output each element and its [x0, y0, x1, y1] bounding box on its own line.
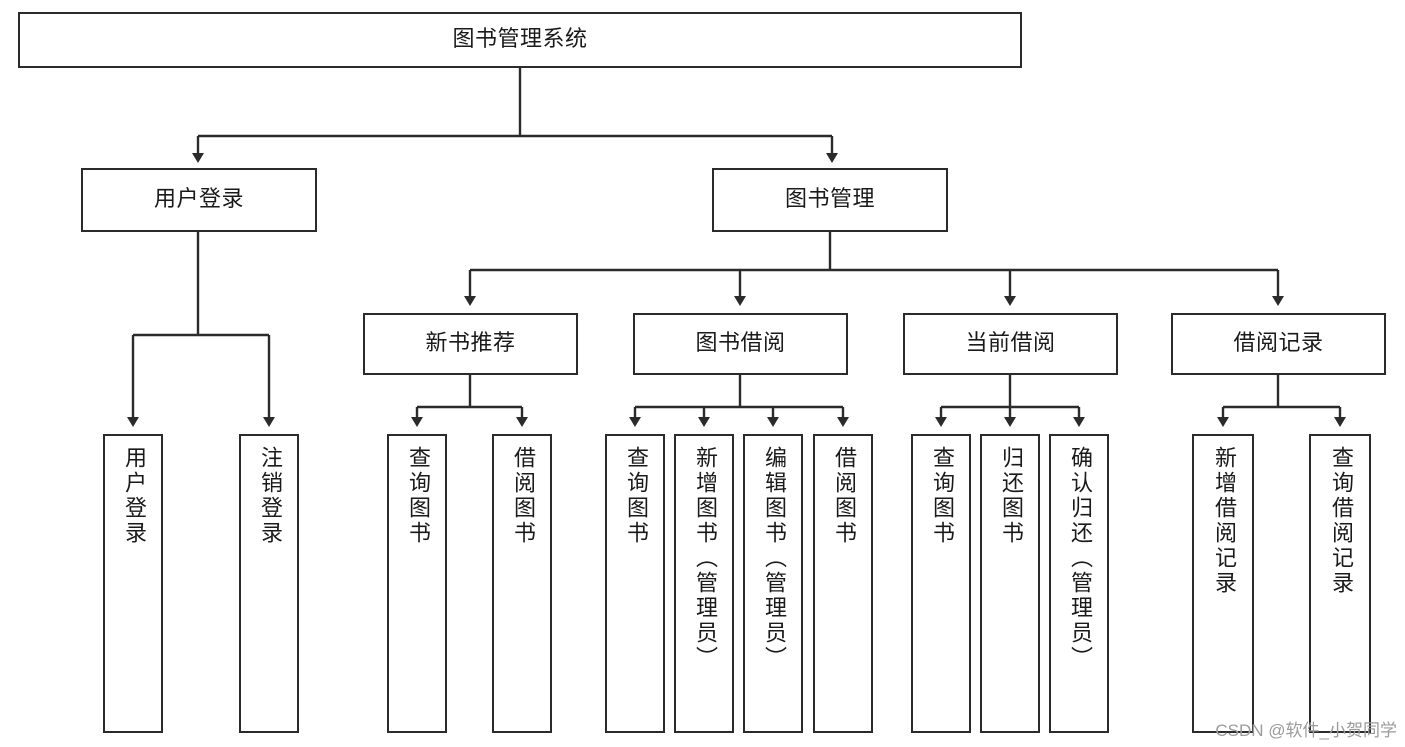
- node-label: 查询图书: [623, 446, 648, 546]
- node-leaf-confirm-return[interactable]: 确认归还（管理员）: [1049, 434, 1109, 733]
- node-label: 查询图书: [929, 446, 954, 546]
- node-label: 查询图书: [405, 446, 430, 546]
- node-label: 新书推荐: [425, 330, 516, 356]
- node-book-borrow[interactable]: 图书借阅: [633, 313, 848, 375]
- node-borrow-record[interactable]: 借阅记录: [1171, 313, 1386, 375]
- node-label: 新增图书（管理员）: [692, 446, 717, 671]
- node-label: 归还图书: [998, 446, 1023, 546]
- node-label: 借阅图书: [831, 446, 856, 546]
- node-label: 图书管理: [784, 186, 875, 212]
- node-leaf-add-record[interactable]: 新增借阅记录: [1192, 434, 1254, 733]
- node-user-login[interactable]: 用户登录: [81, 168, 317, 232]
- watermark-text: CSDN @软件_小贺同学: [1215, 721, 1397, 740]
- node-book-management[interactable]: 图书管理: [712, 168, 948, 232]
- node-leaf-query-book-1[interactable]: 查询图书: [387, 434, 447, 733]
- node-label: 查询借阅记录: [1328, 446, 1353, 596]
- node-leaf-user-logout[interactable]: 注销登录: [239, 434, 299, 733]
- node-label: 图书借阅: [695, 330, 786, 356]
- node-current-borrow[interactable]: 当前借阅: [903, 313, 1118, 375]
- node-root-book-management-system[interactable]: 图书管理系统: [18, 12, 1022, 68]
- node-label: 新增借阅记录: [1211, 446, 1236, 596]
- node-label: 编辑图书（管理员）: [761, 446, 786, 671]
- node-leaf-query-record[interactable]: 查询借阅记录: [1309, 434, 1371, 733]
- node-label: 注销登录: [257, 446, 282, 546]
- node-new-book-recommend[interactable]: 新书推荐: [363, 313, 578, 375]
- node-label: 借阅图书: [510, 446, 535, 546]
- node-label: 借阅记录: [1233, 330, 1324, 356]
- node-label: 用户登录: [121, 446, 146, 546]
- node-leaf-return-book[interactable]: 归还图书: [980, 434, 1040, 733]
- node-label: 当前借阅: [965, 330, 1056, 356]
- node-label: 用户登录: [153, 186, 244, 212]
- node-leaf-query-book-2[interactable]: 查询图书: [605, 434, 665, 733]
- node-leaf-user-login[interactable]: 用户登录: [103, 434, 163, 733]
- node-leaf-add-book[interactable]: 新增图书（管理员）: [674, 434, 734, 733]
- node-label: 图书管理系统: [452, 26, 588, 52]
- node-leaf-borrow-book-1[interactable]: 借阅图书: [492, 434, 552, 733]
- node-leaf-query-book-3[interactable]: 查询图书: [911, 434, 971, 733]
- node-leaf-edit-book[interactable]: 编辑图书（管理员）: [743, 434, 803, 733]
- node-label: 确认归还（管理员）: [1067, 446, 1092, 671]
- node-leaf-borrow-book-2[interactable]: 借阅图书: [813, 434, 873, 733]
